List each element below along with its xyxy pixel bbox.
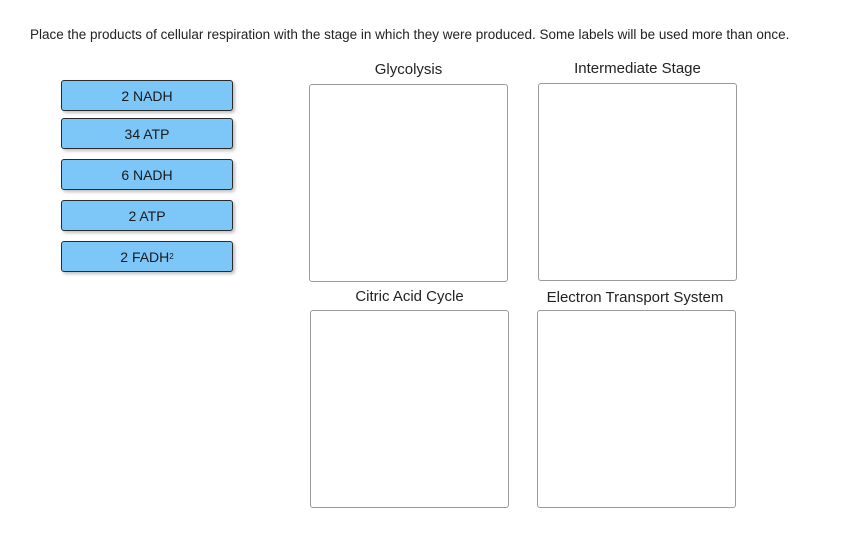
instructions-text: Place the products of cellular respirati… xyxy=(30,27,790,42)
drag-label-34-atp[interactable]: 34 ATP xyxy=(61,118,233,149)
drop-zone-citric-acid-cycle[interactable] xyxy=(310,310,509,508)
drag-label-6-nadh[interactable]: 6 NADH xyxy=(61,159,233,190)
drag-label-text: 2 FADH xyxy=(120,248,170,265)
drag-label-text: 6 NADH xyxy=(121,166,173,183)
drop-zone-glycolysis[interactable] xyxy=(309,84,508,282)
zone-title-electron-transport-system: Electron Transport System xyxy=(546,289,724,306)
drag-label-2-nadh[interactable]: 2 NADH xyxy=(61,80,233,111)
drop-zone-intermediate-stage[interactable] xyxy=(538,83,737,281)
zone-title-citric-acid-cycle: Citric Acid Cycle xyxy=(355,288,464,305)
zone-title-glycolysis: Glycolysis xyxy=(374,61,443,78)
zone-title-intermediate-stage: Intermediate Stage xyxy=(574,60,701,77)
drop-zone-electron-transport-system[interactable] xyxy=(537,310,736,508)
drag-label-2-atp[interactable]: 2 ATP xyxy=(61,200,233,231)
drag-label-text: 2 NADH xyxy=(121,87,173,104)
drag-label-text: 34 ATP xyxy=(124,125,170,142)
drag-label-text: 2 ATP xyxy=(128,207,166,224)
